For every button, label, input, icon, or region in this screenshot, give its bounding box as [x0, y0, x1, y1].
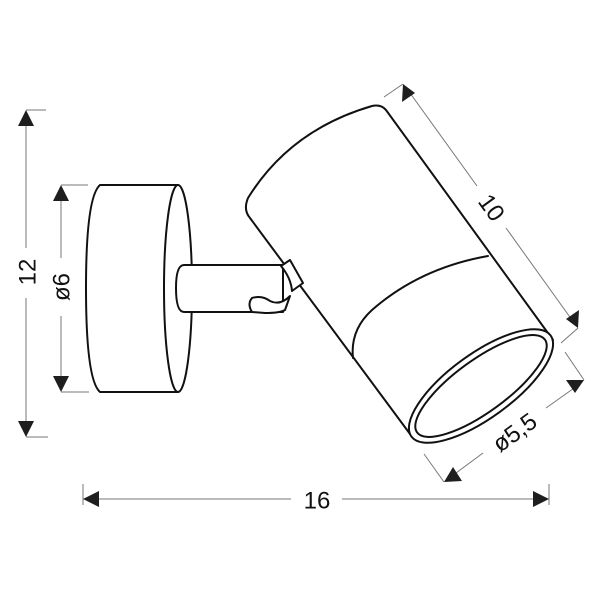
- dimension-canopy-diameter: ø6: [49, 184, 89, 393]
- arrow-down-icon: [53, 376, 69, 392]
- arrow-up-icon: [53, 185, 69, 201]
- dimension-label-depth: 16: [304, 488, 331, 515]
- lamp-shade: [244, 104, 555, 444]
- arrow-icon: [402, 84, 415, 102]
- arrow-icon: [566, 380, 584, 393]
- dimension-label-shade-length: 10: [472, 189, 510, 226]
- dimension-total-height: 12: [15, 109, 48, 438]
- dimension-total-depth: 16: [82, 484, 550, 515]
- dimension-label-height: 12: [15, 259, 42, 286]
- wall-canopy: [85, 184, 193, 393]
- arrow-left-icon: [83, 491, 99, 507]
- arrow-up-icon: [18, 110, 34, 126]
- arrow-right-icon: [533, 491, 549, 507]
- arrow-icon: [444, 467, 462, 482]
- swivel-clip: [248, 259, 304, 314]
- dimension-label-canopy-diameter: ø6: [49, 273, 76, 301]
- arrow-down-icon: [18, 421, 34, 437]
- arrow-icon: [566, 310, 579, 328]
